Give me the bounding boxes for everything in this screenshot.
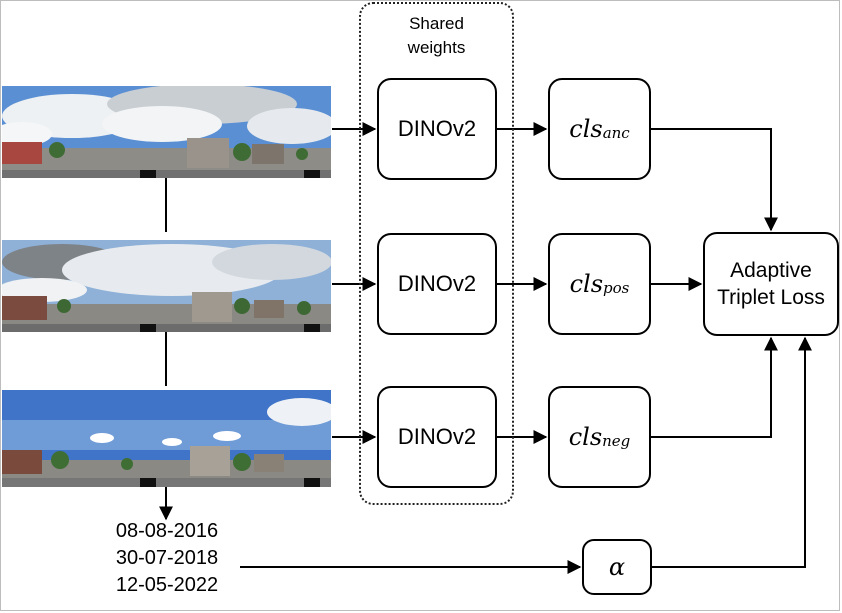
cls-anchor-subscript: anc <box>602 124 630 142</box>
dinov2-encoder-positive: DINOv2 <box>377 233 497 335</box>
cls-anchor-base: cls <box>569 115 603 143</box>
date-positive: 30-07-2018 <box>115 547 219 569</box>
shared-weights-container <box>359 2 514 505</box>
panorama-negative-image <box>2 390 331 487</box>
date-negative: 12-05-2022 <box>115 574 219 596</box>
alpha-node: α <box>582 539 652 595</box>
shared-weights-label: Shared weights <box>359 12 514 60</box>
panorama-anchor-image <box>2 86 331 178</box>
date-anchor: 08-08-2016 <box>115 520 219 542</box>
alpha-to-loss-arrow <box>652 336 812 568</box>
dinov2-encoder-negative: DINOv2 <box>377 386 497 488</box>
loss-line2: Triplet Loss <box>717 286 825 309</box>
shared-weights-line1: Shared <box>409 14 464 33</box>
loss-line1: Adaptive <box>730 259 812 282</box>
cls-positive-subscript: pos <box>603 279 630 297</box>
dinov2-encoder-anchor: DINOv2 <box>377 78 497 180</box>
panorama-positive-image <box>2 240 331 332</box>
cls-negative-base: cls <box>568 423 603 451</box>
cls-positive-base: cls <box>569 270 604 298</box>
adaptive-triplet-loss-node: Adaptive Triplet Loss <box>703 232 839 336</box>
capture-dates: 08-08-2016 30-07-2018 12-05-2022 <box>96 518 238 599</box>
shared-weights-line2: weights <box>407 38 466 57</box>
anc-to-loss-arrow <box>651 128 778 232</box>
neg-to-loss-arrow <box>651 336 778 438</box>
cls-negative-subscript: neg <box>602 432 631 450</box>
